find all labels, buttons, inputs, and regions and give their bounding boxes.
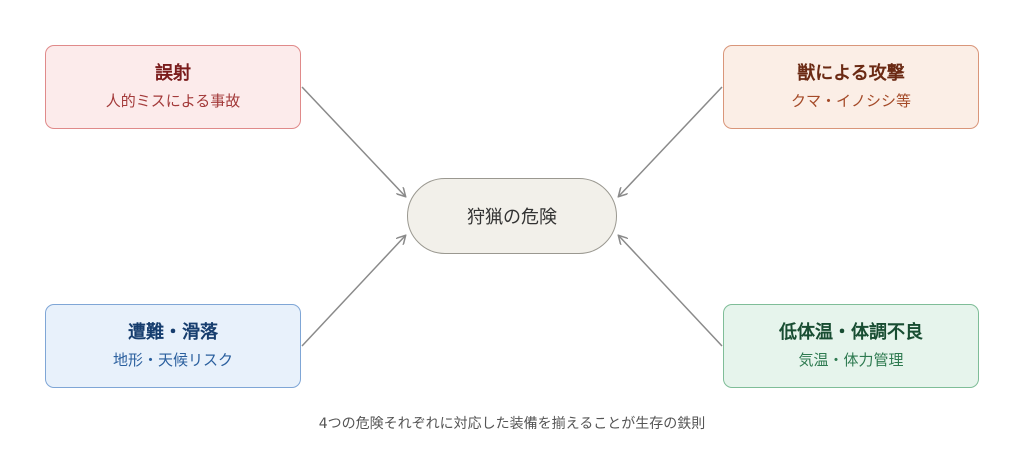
center-node-label: 狩猟の危険 [467,207,557,228]
node-animal-attack: 獣による攻撃 クマ・イノシシ等 [723,45,979,129]
node-animal-attack-title: 獣による攻撃 [797,63,905,84]
arrow-br-to-center [619,236,723,347]
arrow-tr-to-center [619,86,723,196]
node-lost-fall-subtitle: 地形・天候リスク [112,351,233,369]
center-node: 狩猟の危険 [407,178,617,254]
node-lost-fall-title: 遭難・滑落 [128,322,218,343]
node-misfire-title: 誤射 [155,63,191,84]
diagram-caption: 4つの危険それぞれに対応した装備を揃えることが生存の鉄則 [318,416,706,432]
arrow-bl-to-center [301,236,405,347]
node-hypothermia: 低体温・体調不良 気温・体力管理 [723,304,979,388]
arrow-tl-to-center [301,86,405,196]
node-misfire: 誤射 人的ミスによる事故 [45,45,301,129]
node-hypothermia-subtitle: 気温・体力管理 [798,351,904,369]
node-hypothermia-title: 低体温・体調不良 [779,322,923,343]
node-lost-fall: 遭難・滑落 地形・天候リスク [45,304,301,388]
node-misfire-subtitle: 人的ミスによる事故 [105,92,241,110]
node-animal-attack-subtitle: クマ・イノシシ等 [790,92,911,110]
